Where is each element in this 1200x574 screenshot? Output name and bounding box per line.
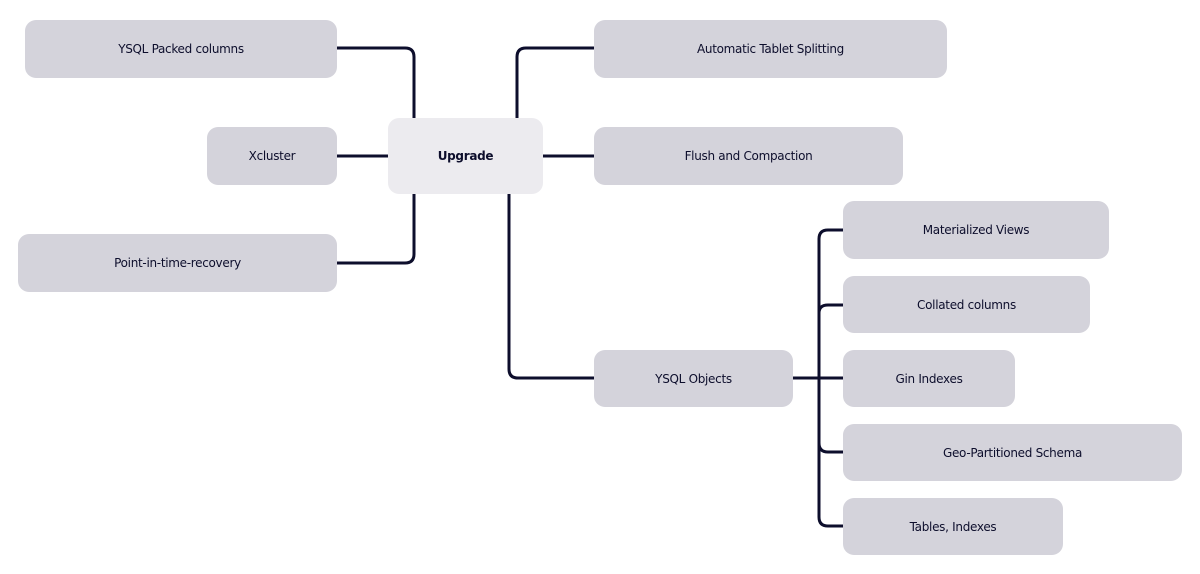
link-upgrade-ysql-packed-columns [337, 46, 416, 118]
node-pitr[interactable]: Point-in-time-recovery [18, 234, 337, 292]
node-ysql-packed-columns[interactable]: YSQL Packed columns [25, 20, 337, 78]
node-ysql-objects[interactable]: YSQL Objects [594, 350, 793, 407]
node-tables-indexes[interactable]: Tables, Indexes [843, 498, 1063, 555]
link-upgrade-ysql-objects [507, 194, 594, 380]
link-ysql-objects-collated-columns [817, 303, 843, 314]
node-automatic-tablet-splitting[interactable]: Automatic Tablet Splitting [594, 20, 947, 78]
node-upgrade[interactable]: Upgrade [388, 118, 543, 194]
node-gin-indexes[interactable]: Gin Indexes [843, 350, 1015, 407]
node-geo-partitioned-schema[interactable]: Geo-Partitioned Schema [843, 424, 1182, 481]
link-ysql-objects-geo-partitioned-schema [817, 378, 843, 454]
link-upgrade-automatic-tablet-splitting [515, 46, 594, 118]
link-ysql-objects-materialized-views [817, 228, 843, 378]
link-upgrade-pitr [337, 194, 416, 265]
node-flush-and-compaction[interactable]: Flush and Compaction [594, 127, 903, 185]
node-materialized-views[interactable]: Materialized Views [843, 201, 1109, 259]
link-ysql-objects-tables-indexes [817, 378, 843, 528]
node-xcluster[interactable]: Xcluster [207, 127, 337, 185]
node-collated-columns[interactable]: Collated columns [843, 276, 1090, 333]
